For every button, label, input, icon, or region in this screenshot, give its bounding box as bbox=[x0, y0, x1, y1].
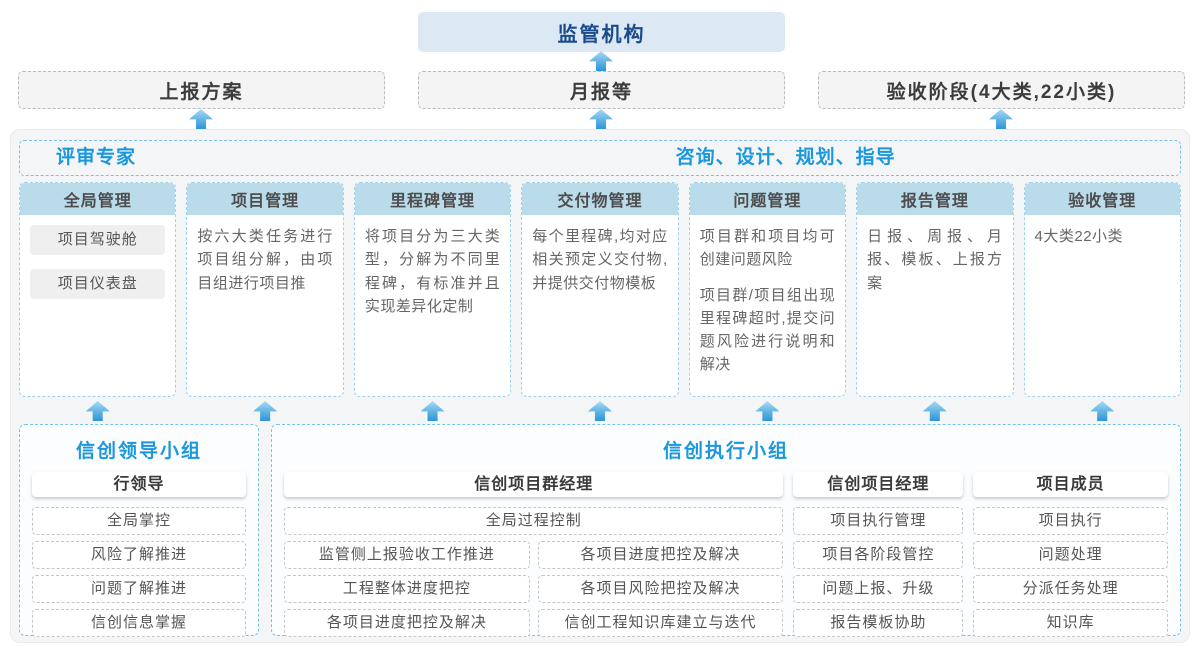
output-box-acceptance-stage: 验收阶段(4大类,22小类) bbox=[818, 71, 1185, 109]
up-arrow-icon bbox=[420, 401, 445, 421]
column-header: 问题管理 bbox=[689, 183, 846, 215]
duty-item: 项目执行管理 bbox=[793, 507, 964, 535]
up-arrow-icon bbox=[989, 109, 1013, 129]
column-description: 项目群/项目组出现里程碑超时,提交问题风险进行说明和解决 bbox=[699, 286, 836, 374]
duty-item: 全局过程控制 bbox=[284, 507, 784, 535]
section-project-manager: 信创项目经理 项目执行管理 项目各阶段管控 问题上报、升级 报告模板协助 bbox=[793, 472, 964, 643]
duty-item: 全局掌控 bbox=[32, 507, 246, 535]
duty-item: 报告模板协助 bbox=[793, 609, 964, 637]
duty-item: 问题上报、升级 bbox=[793, 575, 964, 603]
column-description: 按六大类任务进行项目组分解，由项目组进行项目推 bbox=[197, 228, 333, 292]
up-arrow-icon bbox=[589, 109, 613, 129]
duty-item: 信创信息掌握 bbox=[32, 609, 246, 637]
up-arrow-icon bbox=[755, 401, 780, 421]
section-project-member: 项目成员 项目执行 问题处理 分派任务处理 知识库 bbox=[973, 472, 1168, 643]
duty-item: 信创工程知识库建立与迭代 bbox=[537, 609, 784, 637]
tag-project-dashboard: 项目仪表盘 bbox=[30, 269, 166, 299]
duty-item: 分派任务处理 bbox=[973, 575, 1168, 603]
duty-item: 监管侧上报验收工作推进 bbox=[284, 541, 530, 569]
tag-project-cockpit: 项目驾驶舱 bbox=[30, 225, 166, 255]
column-global-management: 全局管理 项目驾驶舱 项目仪表盘 bbox=[19, 182, 177, 397]
column-header: 报告管理 bbox=[857, 183, 1013, 215]
section-program-manager: 信创项目群经理 全局过程控制 监管侧上报验收工作推进 各项目进度把控及解决 工程… bbox=[284, 472, 784, 643]
group-leadership: 信创领导小组 行领导 全局掌控 风险了解推进 问题了解推进 信创信息掌握 bbox=[19, 424, 259, 637]
role-bank-leaders: 行领导 bbox=[32, 472, 246, 497]
column-header: 里程碑管理 bbox=[354, 183, 511, 215]
review-experts-title: 评审专家 bbox=[56, 147, 137, 168]
output-box-report-plan: 上报方案 bbox=[18, 71, 385, 109]
management-columns: 全局管理 项目驾驶舱 项目仪表盘 项目管理 按六大类任务进行项目组分解，由项目组… bbox=[19, 182, 1181, 397]
role-project-manager: 信创项目经理 bbox=[793, 472, 964, 497]
column-report-management: 报告管理 日报、周报、月报、模板、上报方案 bbox=[856, 182, 1014, 397]
duty-item: 各项目风险把控及解决 bbox=[537, 575, 784, 603]
duty-item: 项目执行 bbox=[973, 507, 1168, 535]
column-description: 项目群和项目均可创建问题风险 bbox=[699, 228, 836, 269]
up-arrow-icon bbox=[922, 401, 947, 421]
duty-item: 项目各阶段管控 bbox=[793, 541, 964, 569]
duty-item: 问题处理 bbox=[973, 541, 1168, 569]
column-header: 验收管理 bbox=[1024, 183, 1180, 215]
up-arrow-icon bbox=[85, 401, 110, 421]
up-arrow-icon bbox=[253, 401, 278, 421]
column-deliverable-management: 交付物管理 每个里程碑,均对应相关预定义交付物,并提供交付物模板 bbox=[521, 182, 679, 397]
duty-item: 工程整体进度把控 bbox=[284, 575, 530, 603]
up-arrow-icon bbox=[587, 401, 612, 421]
consulting-title: 咨询、设计、规划、指导 bbox=[675, 147, 896, 168]
column-issue-management: 问题管理 项目群和项目均可创建问题风险 项目群/项目组出现里程碑超时,提交问题风… bbox=[688, 182, 847, 397]
platform-container: 评审专家 咨询、设计、规划、指导 全局管理 项目驾驶舱 项目仪表盘 项目管理 按… bbox=[10, 129, 1190, 643]
output-box-monthly-report: 月报等 bbox=[418, 71, 785, 109]
advisor-banner: 评审专家 咨询、设计、规划、指导 bbox=[19, 140, 1181, 176]
duty-item: 风险了解推进 bbox=[32, 541, 246, 569]
up-arrow-icon bbox=[1090, 401, 1115, 421]
up-arrow-icon bbox=[589, 51, 613, 71]
duty-item: 问题了解推进 bbox=[32, 575, 246, 603]
column-acceptance-management: 验收管理 4大类22小类 bbox=[1023, 182, 1181, 397]
group-title: 信创领导小组 bbox=[75, 441, 202, 462]
duty-item: 知识库 bbox=[973, 609, 1168, 637]
column-description: 4大类22小类 bbox=[1034, 228, 1124, 245]
up-arrow-icon bbox=[189, 109, 213, 129]
group-execution: 信创执行小组 信创项目群经理 全局过程控制 监管侧上报验收工作推进 各项目进度把… bbox=[271, 424, 1181, 637]
bottom-groups: 信创领导小组 行领导 全局掌控 风险了解推进 问题了解推进 信创信息掌握 信创执… bbox=[19, 424, 1181, 637]
column-arrows-row bbox=[19, 401, 1181, 421]
column-header: 全局管理 bbox=[20, 183, 176, 215]
column-description: 日报、周报、月报、模板、上报方案 bbox=[867, 228, 1003, 292]
duty-item: 各项目进度把控及解决 bbox=[537, 541, 784, 569]
column-header: 项目管理 bbox=[187, 183, 343, 215]
duty-item: 各项目进度把控及解决 bbox=[284, 609, 530, 637]
group-title: 信创执行小组 bbox=[662, 441, 789, 462]
role-project-member: 项目成员 bbox=[973, 472, 1168, 497]
regulator-box: 监管机构 bbox=[418, 12, 785, 52]
column-description: 每个里程碑,均对应相关预定义交付物,并提供交付物模板 bbox=[532, 228, 668, 292]
column-project-management: 项目管理 按六大类任务进行项目组分解，由项目组进行项目推 bbox=[186, 182, 344, 397]
role-program-manager: 信创项目群经理 bbox=[284, 472, 784, 497]
column-milestone-management: 里程碑管理 将项目分为三大类型，分解为不同里程碑，有标准并且实现差异化定制 bbox=[353, 182, 512, 397]
column-header: 交付物管理 bbox=[522, 183, 678, 215]
column-description: 将项目分为三大类型，分解为不同里程碑，有标准并且实现差异化定制 bbox=[364, 228, 501, 315]
